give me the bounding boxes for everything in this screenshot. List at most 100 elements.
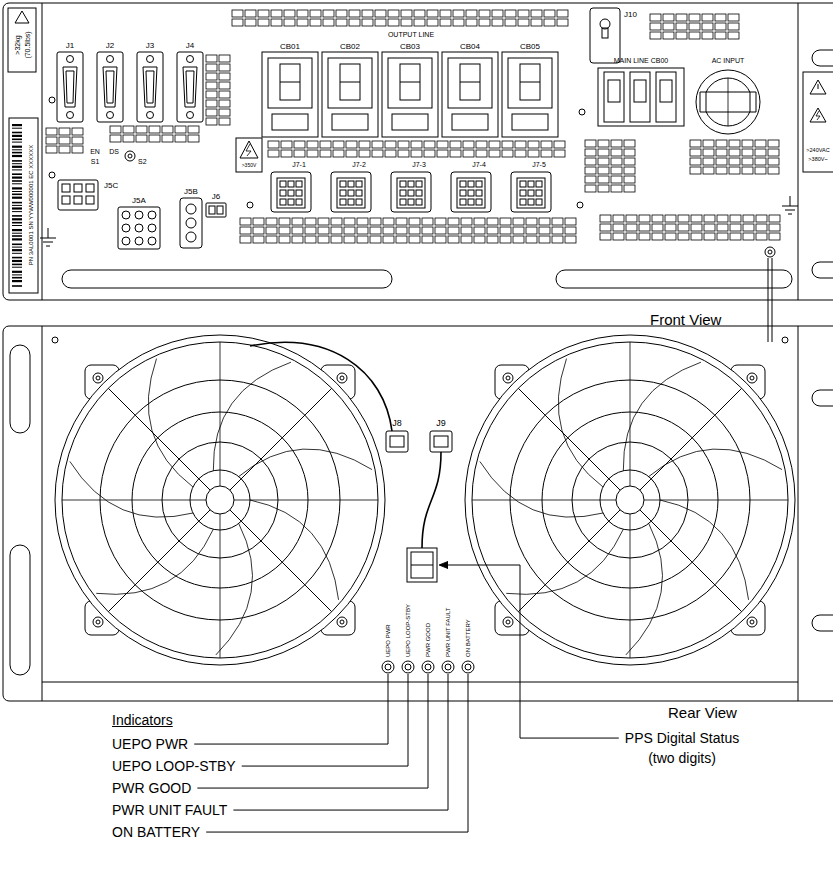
rear-panel: [42, 682, 798, 683]
vent-grid: [626, 215, 637, 222]
vent-grid: [703, 158, 714, 165]
indicator-led: [385, 664, 391, 670]
cooling-fan: [518, 510, 620, 612]
vent-grid: [728, 23, 739, 30]
circuit-breaker: [520, 82, 540, 83]
serial-sticker: [12, 155, 22, 157]
screw: [768, 250, 772, 254]
vent-grid: [370, 236, 381, 243]
vent-grid: [349, 10, 360, 17]
connector-label: J1: [66, 41, 74, 50]
breaker-label: CB02: [340, 42, 360, 51]
output-connector: [288, 199, 294, 205]
vent-grid: [639, 224, 650, 231]
connector: [180, 198, 202, 248]
vent-grid: [206, 55, 217, 62]
vent-grid: [474, 218, 485, 225]
d-sub-connector: [97, 52, 123, 122]
weight-sticker: [8, 8, 36, 72]
vent-grid: [742, 158, 753, 165]
high-voltage-sign: [236, 138, 262, 172]
circuit-breaker: [442, 52, 498, 137]
vent-grid: [715, 23, 726, 30]
vent-grid: [769, 224, 780, 231]
cooling-fan: [503, 617, 513, 627]
vent-grid: [385, 150, 396, 157]
serial-sticker: [12, 253, 22, 254]
vent-grid: [663, 14, 674, 21]
switch-label: S2: [138, 158, 147, 166]
rear-panel: [42, 326, 43, 701]
vent-grid: [266, 218, 277, 225]
vent-grid: [552, 227, 563, 234]
screw: [49, 97, 55, 103]
output-connector: [337, 178, 365, 208]
callout-label: PWR GOOD: [112, 780, 191, 796]
switch: [125, 151, 135, 161]
vent-grid: [526, 236, 537, 243]
output-connector: [340, 199, 346, 205]
serial-sticker: [12, 166, 22, 168]
output-connector: [468, 190, 474, 196]
indicator-led: [442, 661, 454, 673]
d-sub-connector: [177, 52, 203, 122]
connector: [74, 196, 82, 204]
vent-grid: [372, 150, 383, 157]
indicator-label: UEPO LOOP-STBY: [405, 604, 411, 657]
vent-grid: [539, 218, 550, 225]
vent-grid: [388, 19, 399, 26]
rear-panel: [3, 326, 833, 701]
vent-grid: [502, 150, 513, 157]
d-sub-connector: [103, 67, 117, 107]
vent-grid: [554, 150, 565, 157]
vent-grid: [557, 10, 568, 17]
cooling-fan: [630, 514, 631, 658]
cooling-fan: [93, 373, 103, 383]
cooling-fan: [626, 523, 663, 654]
vent-grid: [206, 118, 217, 125]
leader-line: [768, 258, 769, 342]
vent-grid: [162, 135, 173, 142]
circuit-breaker: [340, 64, 360, 100]
output-connector: [348, 199, 354, 205]
serial-sticker: [12, 238, 22, 240]
vent-grid: [611, 140, 622, 147]
vent-grid: [691, 215, 702, 222]
vent-grid: [59, 146, 70, 153]
vent-grid: [401, 19, 412, 26]
vent-grid: [136, 135, 147, 142]
circuit-breaker: [280, 82, 300, 83]
vent-grid: [383, 227, 394, 234]
d-sub-connector: [57, 52, 203, 122]
vent-grid: [258, 10, 269, 17]
cooling-fan: [55, 335, 795, 665]
output-connector: [400, 181, 406, 187]
vent-grid: [297, 19, 308, 26]
vent-grid: [611, 149, 622, 156]
d-sub-connector: [67, 56, 74, 63]
vent-grid: [600, 224, 611, 231]
vent-grid: [500, 236, 511, 243]
cooling-fan: [747, 617, 757, 627]
vent-grid: [755, 158, 766, 165]
main-breaker: [634, 80, 646, 102]
vent-grid: [729, 149, 740, 156]
output-connector: [280, 190, 286, 196]
serial-sticker: [12, 244, 22, 246]
output-connector: [528, 181, 534, 187]
output-connector: [296, 181, 302, 187]
vent-grid: [409, 218, 420, 225]
output-connector: [331, 172, 371, 212]
main-breaker: [630, 72, 650, 122]
vent-grid: [729, 167, 740, 174]
front-panel: [62, 270, 392, 288]
connector-label: J7-5: [532, 161, 546, 169]
vent-grid: [539, 236, 550, 243]
circuit-breaker: [280, 64, 300, 100]
connector: [186, 232, 196, 242]
connector: [58, 180, 98, 210]
output-connector: [528, 190, 534, 196]
cooling-fan: [96, 620, 100, 624]
circuit-breaker: [460, 64, 480, 100]
vent-grid: [357, 236, 368, 243]
